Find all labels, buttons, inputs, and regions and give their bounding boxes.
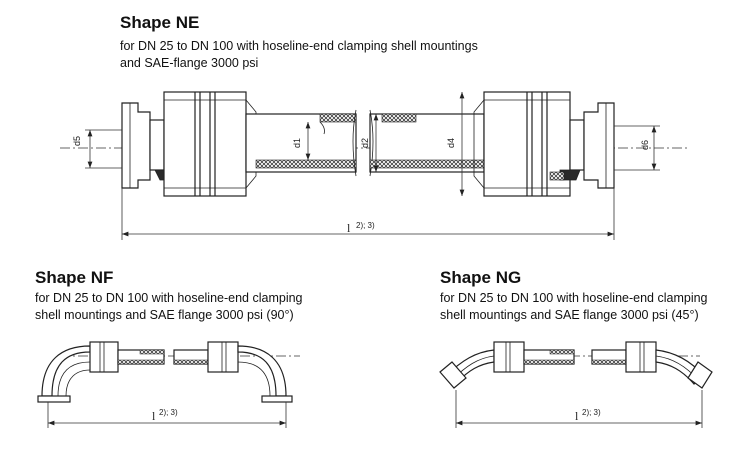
ne-right-stem (569, 119, 585, 171)
ng-left-flange (439, 361, 467, 389)
ne-dim-d5: d5 (72, 136, 82, 146)
ne-length-note: 2); 3) (356, 221, 375, 230)
shape-nf-desc-line1: for DN 25 to DN 100 with hoseline-end cl… (35, 291, 303, 305)
ne-left-stem (149, 119, 165, 171)
shape-ng-desc-line1: for DN 25 to DN 100 with hoseline-end cl… (440, 291, 708, 305)
ne-right-flange (583, 102, 615, 189)
shape-ng-drawing: l 2); 3) (439, 341, 713, 428)
nf-length-note: 2); 3) (159, 408, 178, 417)
nf-right-flange (261, 395, 293, 403)
ne-left-fitting: d5 (72, 91, 257, 197)
shape-ng-desc-line2: shell mountings and SAE flange 3000 psi … (440, 308, 699, 322)
shape-nf-title: Shape NF (35, 268, 114, 287)
ng-length-label: l (575, 409, 579, 423)
nf-left-flange (37, 395, 71, 403)
ng-length-note: 2); 3) (582, 408, 601, 417)
shape-ne-description: for DN 25 to DN 100 with hoseline-end cl… (120, 38, 478, 72)
ne-dim-d1: d1 (292, 138, 302, 148)
nf-length-label: l (152, 409, 156, 423)
ng-right-flange (687, 361, 713, 389)
ng-left-shell (493, 341, 525, 373)
shape-nf-desc-line2: shell mountings and SAE flange 3000 psi … (35, 308, 294, 322)
shape-ne-desc-line1: for DN 25 to DN 100 with hoseline-end cl… (120, 39, 478, 53)
shape-nf-description: for DN 25 to DN 100 with hoseline-end cl… (35, 290, 303, 324)
shape-ng-title: Shape NG (440, 268, 522, 287)
shape-ne-desc-line2: and SAE-flange 3000 psi (120, 56, 259, 70)
shape-ne-drawing: d5 d1 d2 d4 (60, 91, 690, 240)
ne-left-flange (121, 102, 151, 189)
ne-left-hose: d1 (245, 109, 357, 177)
ne-right-fitting: d6 (473, 91, 660, 197)
ne-length-label: l (347, 221, 351, 235)
ne-left-shell (163, 91, 247, 197)
ne-right-hose: d2 d4 (360, 92, 485, 196)
ne-dim-d6: d6 (640, 140, 650, 150)
nf-right-shell (207, 341, 239, 373)
ne-dim-d2: d2 (360, 138, 370, 148)
ne-dim-d4: d4 (446, 138, 456, 148)
shape-ng-description: for DN 25 to DN 100 with hoseline-end cl… (440, 290, 708, 324)
shape-ne-title: Shape NE (120, 13, 200, 32)
ng-right-shell (625, 341, 657, 373)
shape-nf-drawing: l 2); 3) (37, 341, 300, 428)
